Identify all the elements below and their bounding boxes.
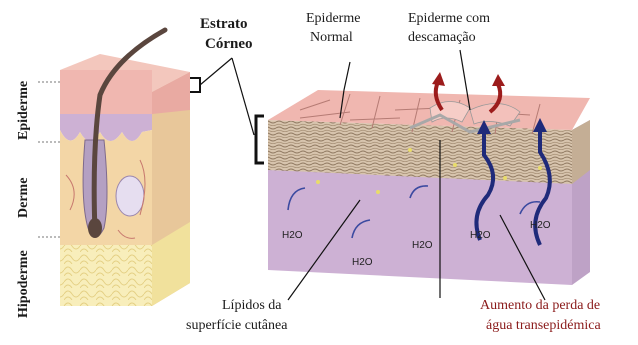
stratum-bracket-right xyxy=(256,116,264,163)
h2o-label: H2O xyxy=(470,230,491,241)
label-layer-hipoderme: Hipoderme xyxy=(16,250,32,318)
label-descamacao-1: Epiderme com xyxy=(408,11,490,27)
label-aumento-2: água transepidémica xyxy=(486,318,601,334)
label-estrato: Estrato xyxy=(200,16,248,32)
sebaceous-gland xyxy=(116,176,144,216)
skin-block-left xyxy=(38,30,190,306)
hypodermis-layer xyxy=(60,245,152,306)
label-descamacao-2: descamação xyxy=(408,30,476,46)
basal-layer xyxy=(60,114,152,141)
h2o-label: H2O xyxy=(530,220,551,231)
hair-bulb xyxy=(88,218,102,238)
h2o-label: H2O xyxy=(352,257,373,268)
label-aumento-1: Aumento da perda de xyxy=(480,298,600,314)
label-lipidos-1: Lípidos da xyxy=(222,298,282,314)
label-epiderme-normal-2: Normal xyxy=(310,30,353,46)
stratum-bracket-left xyxy=(190,78,200,92)
h2o-label: H2O xyxy=(412,240,433,251)
label-corneo: Córneo xyxy=(205,36,253,52)
pointer-line xyxy=(232,58,254,135)
skin-slab-right xyxy=(268,90,590,285)
label-layer-derme: Derme xyxy=(16,178,32,218)
label-lipidos-2: superfície cutânea xyxy=(186,318,287,334)
h2o-label: H2O xyxy=(282,230,303,241)
label-layer-epiderme: Epiderme xyxy=(16,81,32,140)
label-epiderme-normal-1: Epiderme xyxy=(306,11,360,27)
pointer-line xyxy=(200,58,232,85)
epidermis-layer xyxy=(60,70,152,114)
